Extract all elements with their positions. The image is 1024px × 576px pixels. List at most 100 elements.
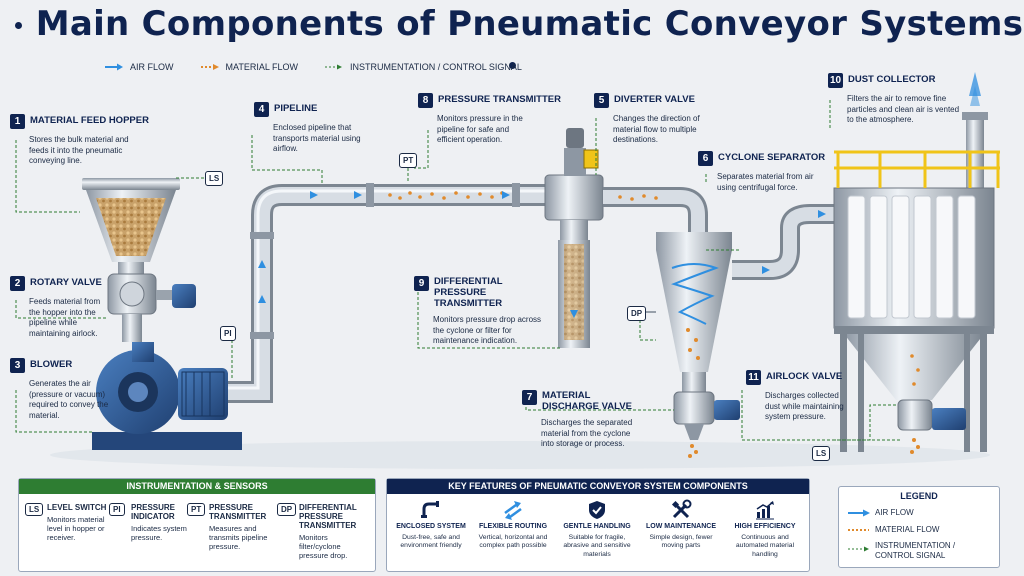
label-feed-hopper: 1 MATERIAL FEED HOPPER Stores the bulk ma… [10,114,149,167]
top-legend-signal-label: INSTRUMENTATION / CONTROL SIGNAL [350,62,522,72]
num-badge: 8 [418,93,433,108]
tag-level-switch-collector: LS [812,446,831,461]
cyclone-separator [656,232,732,392]
top-legend: AIR FLOW MATERIAL FLOW INSTRUMENTATION /… [104,62,522,72]
feed-hopper [82,178,180,274]
pipe-icon [421,501,439,518]
label-title: ROTARY VALVE [30,277,102,289]
top-legend-signal: INSTRUMENTATION / CONTROL SIGNAL [324,62,522,72]
legend-material-dots-icon [848,529,869,531]
label-title: MATERIAL DISCHARGE VALVE [542,390,632,412]
tag-pressure-indicator: PI [220,326,236,341]
num-badge: 5 [594,93,609,108]
label-rotary-valve: 2 ROTARY VALVE Feeds material from the ho… [10,276,110,339]
feature-low-maintenance: LOW MAINTENANCE Simple design, fewer mov… [641,499,721,551]
top-legend-air: AIR FLOW [104,62,174,72]
inst-item-differential-pressure-transmitter: DIFFERENTIAL PRESSURE TRANSMITTER Monito… [299,503,371,560]
label-diverter-valve: 5 DIVERTER VALVE Changes the direction of… [594,93,719,146]
label-title: AIRLOCK VALVE [766,371,843,383]
title-text: Main Components of Pneumatic Conveyor Sy… [35,4,1024,44]
label-desc: Changes the direction of material flow t… [613,114,700,144]
signal-lines [15,100,900,441]
label-desc: Enclosed pipeline that transports materi… [273,123,361,153]
label-desc: Discharges collected dust while maintain… [765,391,844,421]
label-title: DIFFERENTIAL PRESSURE TRANSMITTER [434,276,503,309]
page-title: Main Components of Pneumatic Conveyor Sy… [0,4,1024,84]
feature-desc: Vertical, horizontal and complex path po… [478,533,548,550]
legend-header: LEGEND [900,491,938,501]
num-badge: 1 [10,114,25,129]
top-legend-material: MATERIAL FLOW [200,62,299,72]
feature-desc: Suitable for fragile, abrasive and sensi… [563,533,631,558]
feature-enclosed-system: ENCLOSED SYSTEM Dust-free, safe and envi… [391,499,471,551]
feature-desc: Continuous and automated material handli… [735,533,795,558]
feature-desc: Dust-free, safe and environment friendly [400,533,462,550]
feature-desc: Simple design, fewer moving parts [649,533,713,550]
features-header: KEY FEATURES OF PNEUMATIC CONVEYOR SYSTE… [387,479,809,494]
air-flow-arrow-icon [105,63,123,71]
inst-item-name: PRESSURE INDICATOR [131,503,176,521]
clean-air-pipe [732,204,840,280]
inst-tag-ls: LS [25,503,44,516]
material-flow-arrow-icon [200,64,219,70]
legend-panel: LEGEND AIR FLOW MATERIAL FLOW INSTRUMENT… [838,486,1000,568]
blower [92,342,242,450]
num-badge: 2 [10,276,25,291]
legend-material-label: MATERIAL FLOW [875,525,940,534]
inst-item-level-switch: LEVEL SWITCH Monitors material level in … [47,503,109,542]
label-desc: Separates material from air using centri… [717,172,814,192]
num-badge: 4 [254,102,269,117]
label-title: DUST COLLECTOR [848,74,936,86]
num-badge: 11 [746,370,761,385]
dust-collector [833,72,1000,454]
feature-name: HIGH EFFICIENCY [734,523,796,530]
top-legend-material-label: MATERIAL FLOW [225,62,299,72]
label-desc: Feeds material from the hopper into the … [29,297,101,338]
diverter-valve [544,128,604,348]
top-legend-air-label: AIR FLOW [130,62,174,72]
label-desc: Filters the air to remove fine particles… [847,94,960,124]
legend-air-arrow-icon [848,509,870,517]
legend-air-label: AIR FLOW [875,508,914,517]
tools-icon [671,499,692,519]
inst-tag-dp: DP [277,503,297,516]
pipeline [228,183,545,403]
bar-chart-icon [756,501,774,520]
label-desc: Discharges the separated material from t… [541,418,633,448]
legend-signal-arrow-icon [848,546,869,552]
inst-item-pressure-indicator: PRESSURE INDICATOR Indicates system pres… [131,503,193,542]
key-features-panel: KEY FEATURES OF PNEUMATIC CONVEYOR SYSTE… [386,478,810,572]
inst-item-desc: Measures and transmits pipeline pressure… [209,524,268,551]
label-title: MATERIAL FEED HOPPER [30,115,149,127]
label-cyclone-separator: 6 CYCLONE SEPARATOR Separates material fr… [698,151,825,193]
inst-tag-pt: PT [187,503,206,516]
tag-pressure-transmitter: PT [399,153,418,168]
feature-gentle-handling: GENTLE HANDLING Suitable for fragile, ab… [557,499,637,559]
label-title: BLOWER [30,359,73,371]
signal-arrow-icon [325,64,343,70]
label-desc: Stores the bulk material and feeds it in… [29,135,129,165]
label-desc: Monitors pressure drop across the cyclon… [433,315,542,345]
inst-item-desc: Monitors filter/cyclone pressure drop. [299,533,348,560]
num-badge: 10 [828,73,843,88]
inst-item-name: DIFFERENTIAL PRESSURE TRANSMITTER [299,503,357,530]
tag-level-switch-hopper: LS [205,171,224,186]
legend-signal-label: INSTRUMENTATION / CONTROL SIGNAL [875,541,956,560]
feature-flexible-routing: FLEXIBLE ROUTING Vertical, horizontal an… [473,499,553,551]
inst-item-pressure-transmitter: PRESSURE TRANSMITTER Measures and transm… [209,503,275,551]
num-badge: 9 [414,276,429,291]
inst-item-name: LEVEL SWITCH [47,503,107,512]
tag-differential-pressure: DP [627,306,647,321]
num-badge: 6 [698,151,713,166]
label-title: DIVERTER VALVE [614,94,695,106]
shield-icon [589,501,605,519]
material-discharge-valve [673,391,740,458]
label-desc: Generates the air (pressure or vacuum) r… [29,379,109,420]
inst-item-name: PRESSURE TRANSMITTER [209,503,267,521]
label-desc: Monitors pressure in the pipeline for sa… [437,114,523,144]
label-title: CYCLONE SEPARATOR [718,152,826,164]
